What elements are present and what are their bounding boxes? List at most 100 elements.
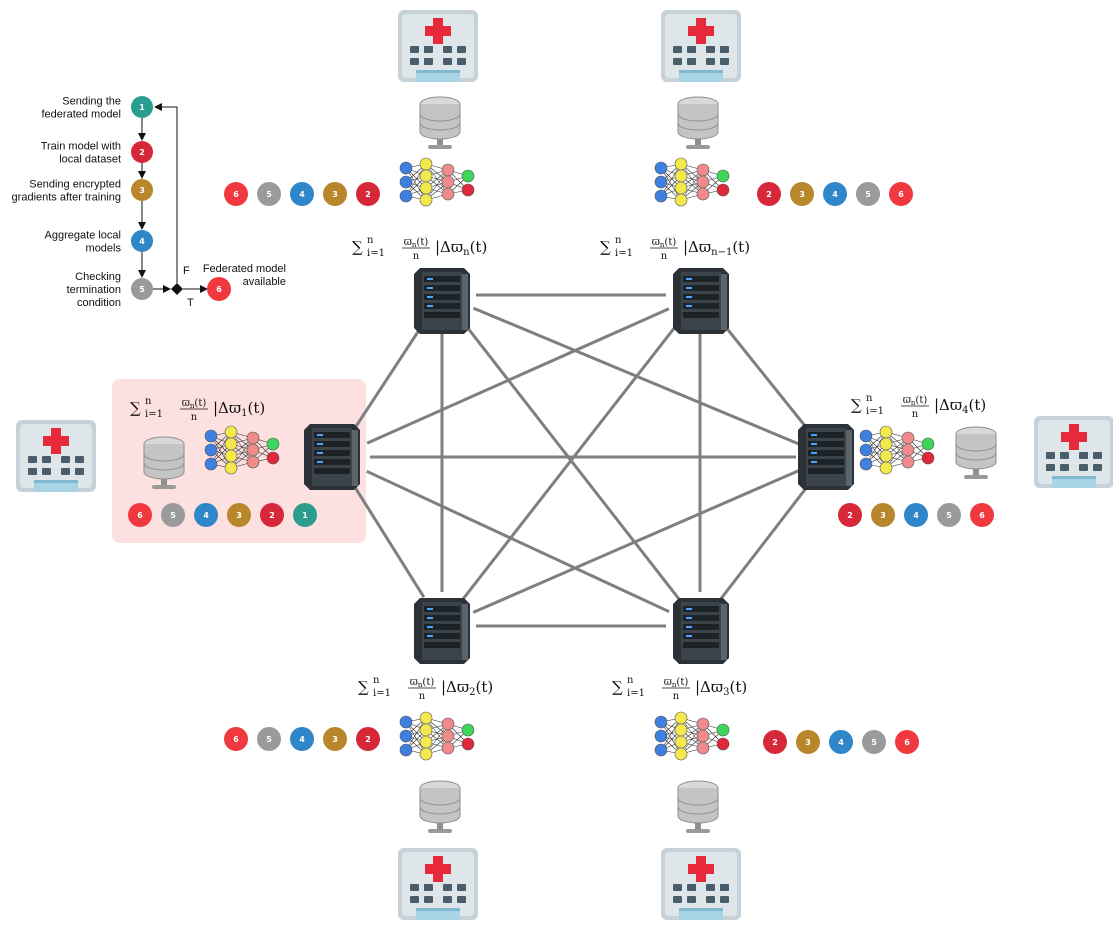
flow-step-label: Sending the <box>62 96 121 108</box>
neural-network-icon-bottom-right <box>654 711 730 761</box>
badge-number: 4 <box>913 511 919 520</box>
server-icon-bottom-left <box>414 598 470 664</box>
step-badge-bottom-right-5: 5 <box>862 730 886 754</box>
edge-top-right-bottom-left <box>461 320 681 601</box>
active-client-highlight <box>112 379 366 543</box>
badge-number: 5 <box>871 738 877 747</box>
edge-top-left-left <box>353 322 425 430</box>
flow-step-label: federated model <box>42 109 122 121</box>
svg-text:i=1: i=1 <box>866 406 884 417</box>
flow-step-label: Checking <box>75 271 121 283</box>
flow-step-label: Federated model <box>203 263 286 275</box>
svg-text:ϖn(t): ϖn(t) <box>404 237 429 249</box>
svg-text:n: n <box>866 393 873 404</box>
aggregation-formula-top-left: ∑ n i=1 ϖn(t) n |Δϖn(t) <box>352 235 487 262</box>
badge-number: 2 <box>772 738 778 747</box>
svg-text:ϖn(t): ϖn(t) <box>903 395 928 407</box>
neural-network-icon-right <box>859 425 935 475</box>
badge-number: 3 <box>332 190 338 199</box>
svg-text:|Δϖ1(t): |Δϖ1(t) <box>213 399 265 419</box>
step-number: 6 <box>216 285 222 294</box>
flow-step-label: Train model with <box>41 141 121 153</box>
step-badge-left-3: 3 <box>227 503 251 527</box>
svg-text:|Δϖn(t): |Δϖn(t) <box>435 238 487 258</box>
flow-step-label: gradients after training <box>12 192 121 204</box>
decision-true-label: T <box>187 297 194 309</box>
badge-number: 3 <box>799 190 805 199</box>
badge-number: 3 <box>805 738 811 747</box>
database-icon-top-right <box>677 96 719 150</box>
step-number: 3 <box>139 186 145 195</box>
database-icon-bottom-left <box>419 780 461 834</box>
svg-text:|Δϖn−1(t): |Δϖn−1(t) <box>683 238 750 258</box>
step-badge-top-left-3: 3 <box>323 182 347 206</box>
flow-loop-arrow <box>154 103 178 283</box>
step-number: 2 <box>139 148 145 157</box>
step-badge-bottom-right-3: 3 <box>796 730 820 754</box>
hospital-icon-bottom-right <box>661 848 741 920</box>
neural-network-icon-top-right <box>654 157 730 207</box>
hospital-icon-top-left <box>398 10 478 82</box>
step-badge-top-right-5: 5 <box>856 182 880 206</box>
svg-text:n: n <box>367 235 374 246</box>
flow-step-label: condition <box>77 297 121 309</box>
step-badge-top-right-2: 2 <box>757 182 781 206</box>
step-badge-bottom-left-5: 5 <box>257 727 281 751</box>
step-badge-bottom-right-4: 4 <box>829 730 853 754</box>
badge-number: 2 <box>365 735 371 744</box>
step-badge-top-right-3: 3 <box>790 182 814 206</box>
database-icon-top-left <box>419 96 461 150</box>
svg-text:n: n <box>413 251 420 262</box>
step-badge-left-5: 5 <box>161 503 185 527</box>
server-icon-top-right <box>673 268 729 334</box>
badge-number: 5 <box>266 190 272 199</box>
svg-text:∑: ∑ <box>352 238 363 256</box>
svg-text:|Δϖ3(t): |Δϖ3(t) <box>695 678 747 698</box>
svg-text:n: n <box>661 251 668 262</box>
step-number: 5 <box>139 285 145 294</box>
step-badge-left-2: 2 <box>260 503 284 527</box>
svg-text:n: n <box>673 691 680 702</box>
edge-top-right-left <box>366 307 670 445</box>
svg-text:∑: ∑ <box>612 678 623 696</box>
badge-number: 4 <box>832 190 838 199</box>
step-badge-top-left-2: 2 <box>356 182 380 206</box>
svg-text:ϖn(t): ϖn(t) <box>664 677 689 689</box>
step-badge-top-left-6: 6 <box>224 182 248 206</box>
step-badge-top-right-6: 6 <box>889 182 913 206</box>
badge-number: 5 <box>946 511 952 520</box>
step-badge-top-left-5: 5 <box>257 182 281 206</box>
step-badge-top-right-4: 4 <box>823 182 847 206</box>
step-number: 4 <box>139 237 145 246</box>
hospital-icon-left <box>16 420 96 492</box>
network-edges <box>352 293 811 628</box>
svg-text:i=1: i=1 <box>615 248 633 259</box>
edge-left-bottom-right <box>366 469 670 614</box>
badge-number: 1 <box>302 511 308 520</box>
svg-text:∑: ∑ <box>851 396 862 414</box>
svg-text:∑: ∑ <box>358 678 369 696</box>
svg-text:i=1: i=1 <box>367 248 385 259</box>
aggregation-formula-top-right: ∑ni=1ϖn(t)n|Δϖn−1(t) <box>600 235 750 262</box>
step-badge-bottom-right-6: 6 <box>895 730 919 754</box>
hospital-icon-top-right <box>661 10 741 82</box>
badge-number: 3 <box>880 511 886 520</box>
server-icon-right <box>798 424 854 490</box>
step-badge-bottom-left-6: 6 <box>224 727 248 751</box>
hospital-icon-right <box>1034 416 1113 488</box>
badge-number: 4 <box>299 735 305 744</box>
badge-number: 2 <box>365 190 371 199</box>
badge-number: 4 <box>299 190 305 199</box>
edge-left-bottom-left <box>352 485 426 598</box>
badge-number: 5 <box>170 511 176 520</box>
svg-text:|Δϖ2(t): |Δϖ2(t) <box>441 678 493 698</box>
badge-number: 3 <box>332 735 338 744</box>
aggregation-formula-bottom-left: ∑ni=1ϖn(t)n|Δϖ2(t) <box>358 675 493 702</box>
aggregation-formula-left: ∑ni=1ϖn(t)n|Δϖ1(t) <box>130 396 265 423</box>
edge-top-right-right <box>720 320 810 432</box>
